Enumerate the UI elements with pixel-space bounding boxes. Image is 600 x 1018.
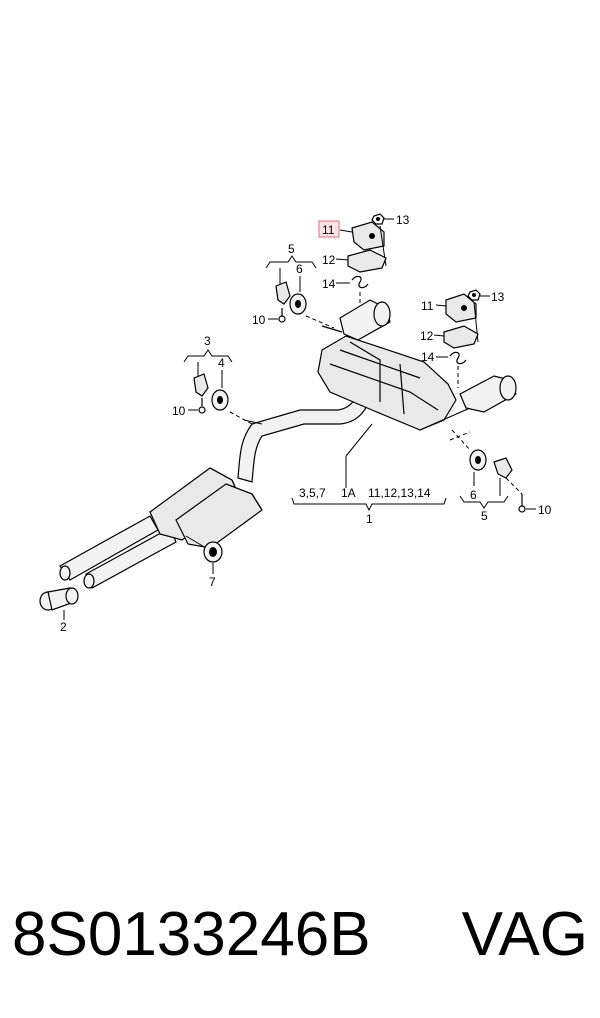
callout-14-left: 14: [322, 277, 336, 291]
part-3-bracket[interactable]: [193, 373, 209, 397]
callout-13-right: 13: [491, 290, 505, 304]
part-12-mount-right[interactable]: [443, 325, 479, 349]
part-10-bolt-left-b[interactable]: [198, 398, 206, 414]
callout-7: 7: [209, 575, 216, 589]
part-6-rubber-left[interactable]: [289, 293, 307, 315]
callout-12-right: 12: [420, 329, 434, 343]
callout-10-right: 10: [538, 503, 552, 517]
callout-2: 2: [60, 620, 67, 634]
callout-12-left: 12: [322, 253, 336, 267]
part-2-clamp[interactable]: [39, 587, 79, 611]
part-1-rear-silencer[interactable]: [317, 299, 517, 431]
part-11-bracket[interactable]: [351, 221, 385, 251]
part-7-rubber-mount[interactable]: [185, 535, 223, 563]
exhaust-system-diagram: 2 7: [39, 213, 552, 634]
callout-1a: 1A: [341, 486, 356, 500]
intermediate-pipe: [237, 387, 373, 483]
callout-4: 4: [218, 356, 225, 370]
part-5-bracket-left[interactable]: [275, 281, 291, 305]
callout-1: 1: [366, 512, 373, 526]
callout-6-right: 6: [470, 488, 477, 502]
callout-11-right: 11: [421, 299, 434, 313]
part-11-bracket-right[interactable]: [445, 293, 477, 323]
callout-6-left: 6: [296, 262, 303, 276]
part-5-bracket-right[interactable]: [493, 457, 513, 479]
part-14-clip-right[interactable]: [449, 351, 467, 365]
part-6-rubber-right[interactable]: [469, 449, 487, 471]
centre-silencer[interactable]: [149, 467, 263, 549]
part-13-nut-right[interactable]: [467, 289, 481, 301]
part-14-clip[interactable]: [351, 275, 369, 289]
callout-5-left: 5: [288, 242, 295, 256]
callout-group-right: 11,12,13,14: [368, 486, 431, 500]
callout-11-highlight: 11: [322, 223, 335, 237]
callout-3: 3: [204, 334, 211, 348]
callout-10-left-a: 10: [252, 313, 266, 327]
part-10-bolt-left-a[interactable]: [278, 308, 286, 323]
front-pipes: [59, 515, 177, 589]
callout-14-right: 14: [421, 350, 435, 364]
callout-13-left: 13: [396, 213, 410, 227]
highlighted-part-box[interactable]: [318, 220, 340, 238]
part-12-mount[interactable]: [347, 249, 387, 273]
brand-label: VAG: [461, 900, 588, 969]
footer: 8S0133246B VAG: [0, 890, 600, 980]
callout-group-left: 3,5,7: [299, 486, 326, 500]
part-4-rubber[interactable]: [211, 389, 229, 411]
part-number: 8S0133246B: [12, 900, 371, 969]
part-13-nut[interactable]: [371, 213, 385, 225]
callout-10-left-b: 10: [172, 404, 186, 418]
part-10-bolt-right[interactable]: [518, 494, 526, 513]
callout-5-right: 5: [481, 509, 488, 523]
